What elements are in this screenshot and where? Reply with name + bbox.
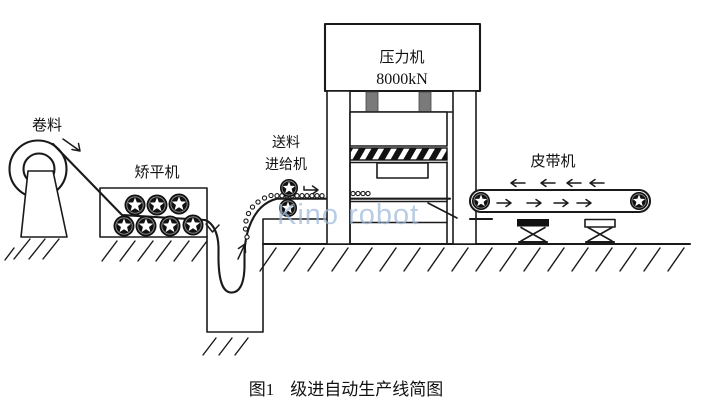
belt-direction-arrows [496,178,605,208]
roller-icon [135,215,157,237]
strip-bead-row [345,190,371,197]
press-machine [323,22,482,245]
belt-label: 皮带机 [530,153,575,170]
roller-icon [159,215,181,237]
watermark-text: Kino robot [277,199,419,231]
ground-hatching-leveler [101,240,208,262]
jack-cross-legs [587,226,613,242]
pit-outline [206,218,328,333]
leveler-machine [99,187,208,262]
belt-body [468,188,652,214]
figure-caption: 图1 级进自动生产线简图 [249,380,444,399]
feeder-label-line1: 送料 [272,135,300,151]
leveler-label: 矫平机 [134,164,179,181]
belt-conveyor [468,178,652,244]
guide-rod-icon [418,91,432,113]
roller-icon [168,193,190,215]
material-strip-path [51,142,452,294]
strip-bead-texture [242,192,274,240]
coil-stand-icon [20,170,68,238]
ground-hatching-pit [202,337,249,356]
coil-stand-hatching [4,238,60,261]
upper-die-hatched-plate [349,147,448,161]
coil-assembly [4,139,68,261]
coil-label: 卷料 [32,117,62,134]
belt-pulley-left-icon [471,191,491,211]
press-capacity-label: 8000kN [376,71,428,88]
scissor-jack-1 [517,219,549,244]
jack-top-plate [584,218,616,228]
strip-bead-row [274,193,325,199]
belt-pulley-right-icon [629,191,649,211]
leveler-box [99,187,208,238]
figure-caption-number: 图1 [249,380,275,399]
press-crown [323,22,482,93]
scissor-jack-2 [584,218,616,244]
roller-icon [146,194,168,216]
part-chute-line [427,202,458,219]
figure-caption-title: 级进自动生产线简图 [290,380,443,399]
press-right-column [452,90,477,245]
feed-roller-icon [279,178,299,198]
press-slide [349,111,448,147]
jack-top-plate [517,219,549,227]
guide-rod-icon [365,91,379,113]
ground-hatching-floor [259,247,685,272]
roller-icon [124,194,146,216]
roller-icon [113,215,135,237]
roller-icon [182,214,204,236]
press-name-label: 压力机 [379,49,424,66]
punch-block [376,162,429,179]
feeder-label-line2: 进给机 [265,157,307,173]
jack-cross-legs [520,226,546,242]
